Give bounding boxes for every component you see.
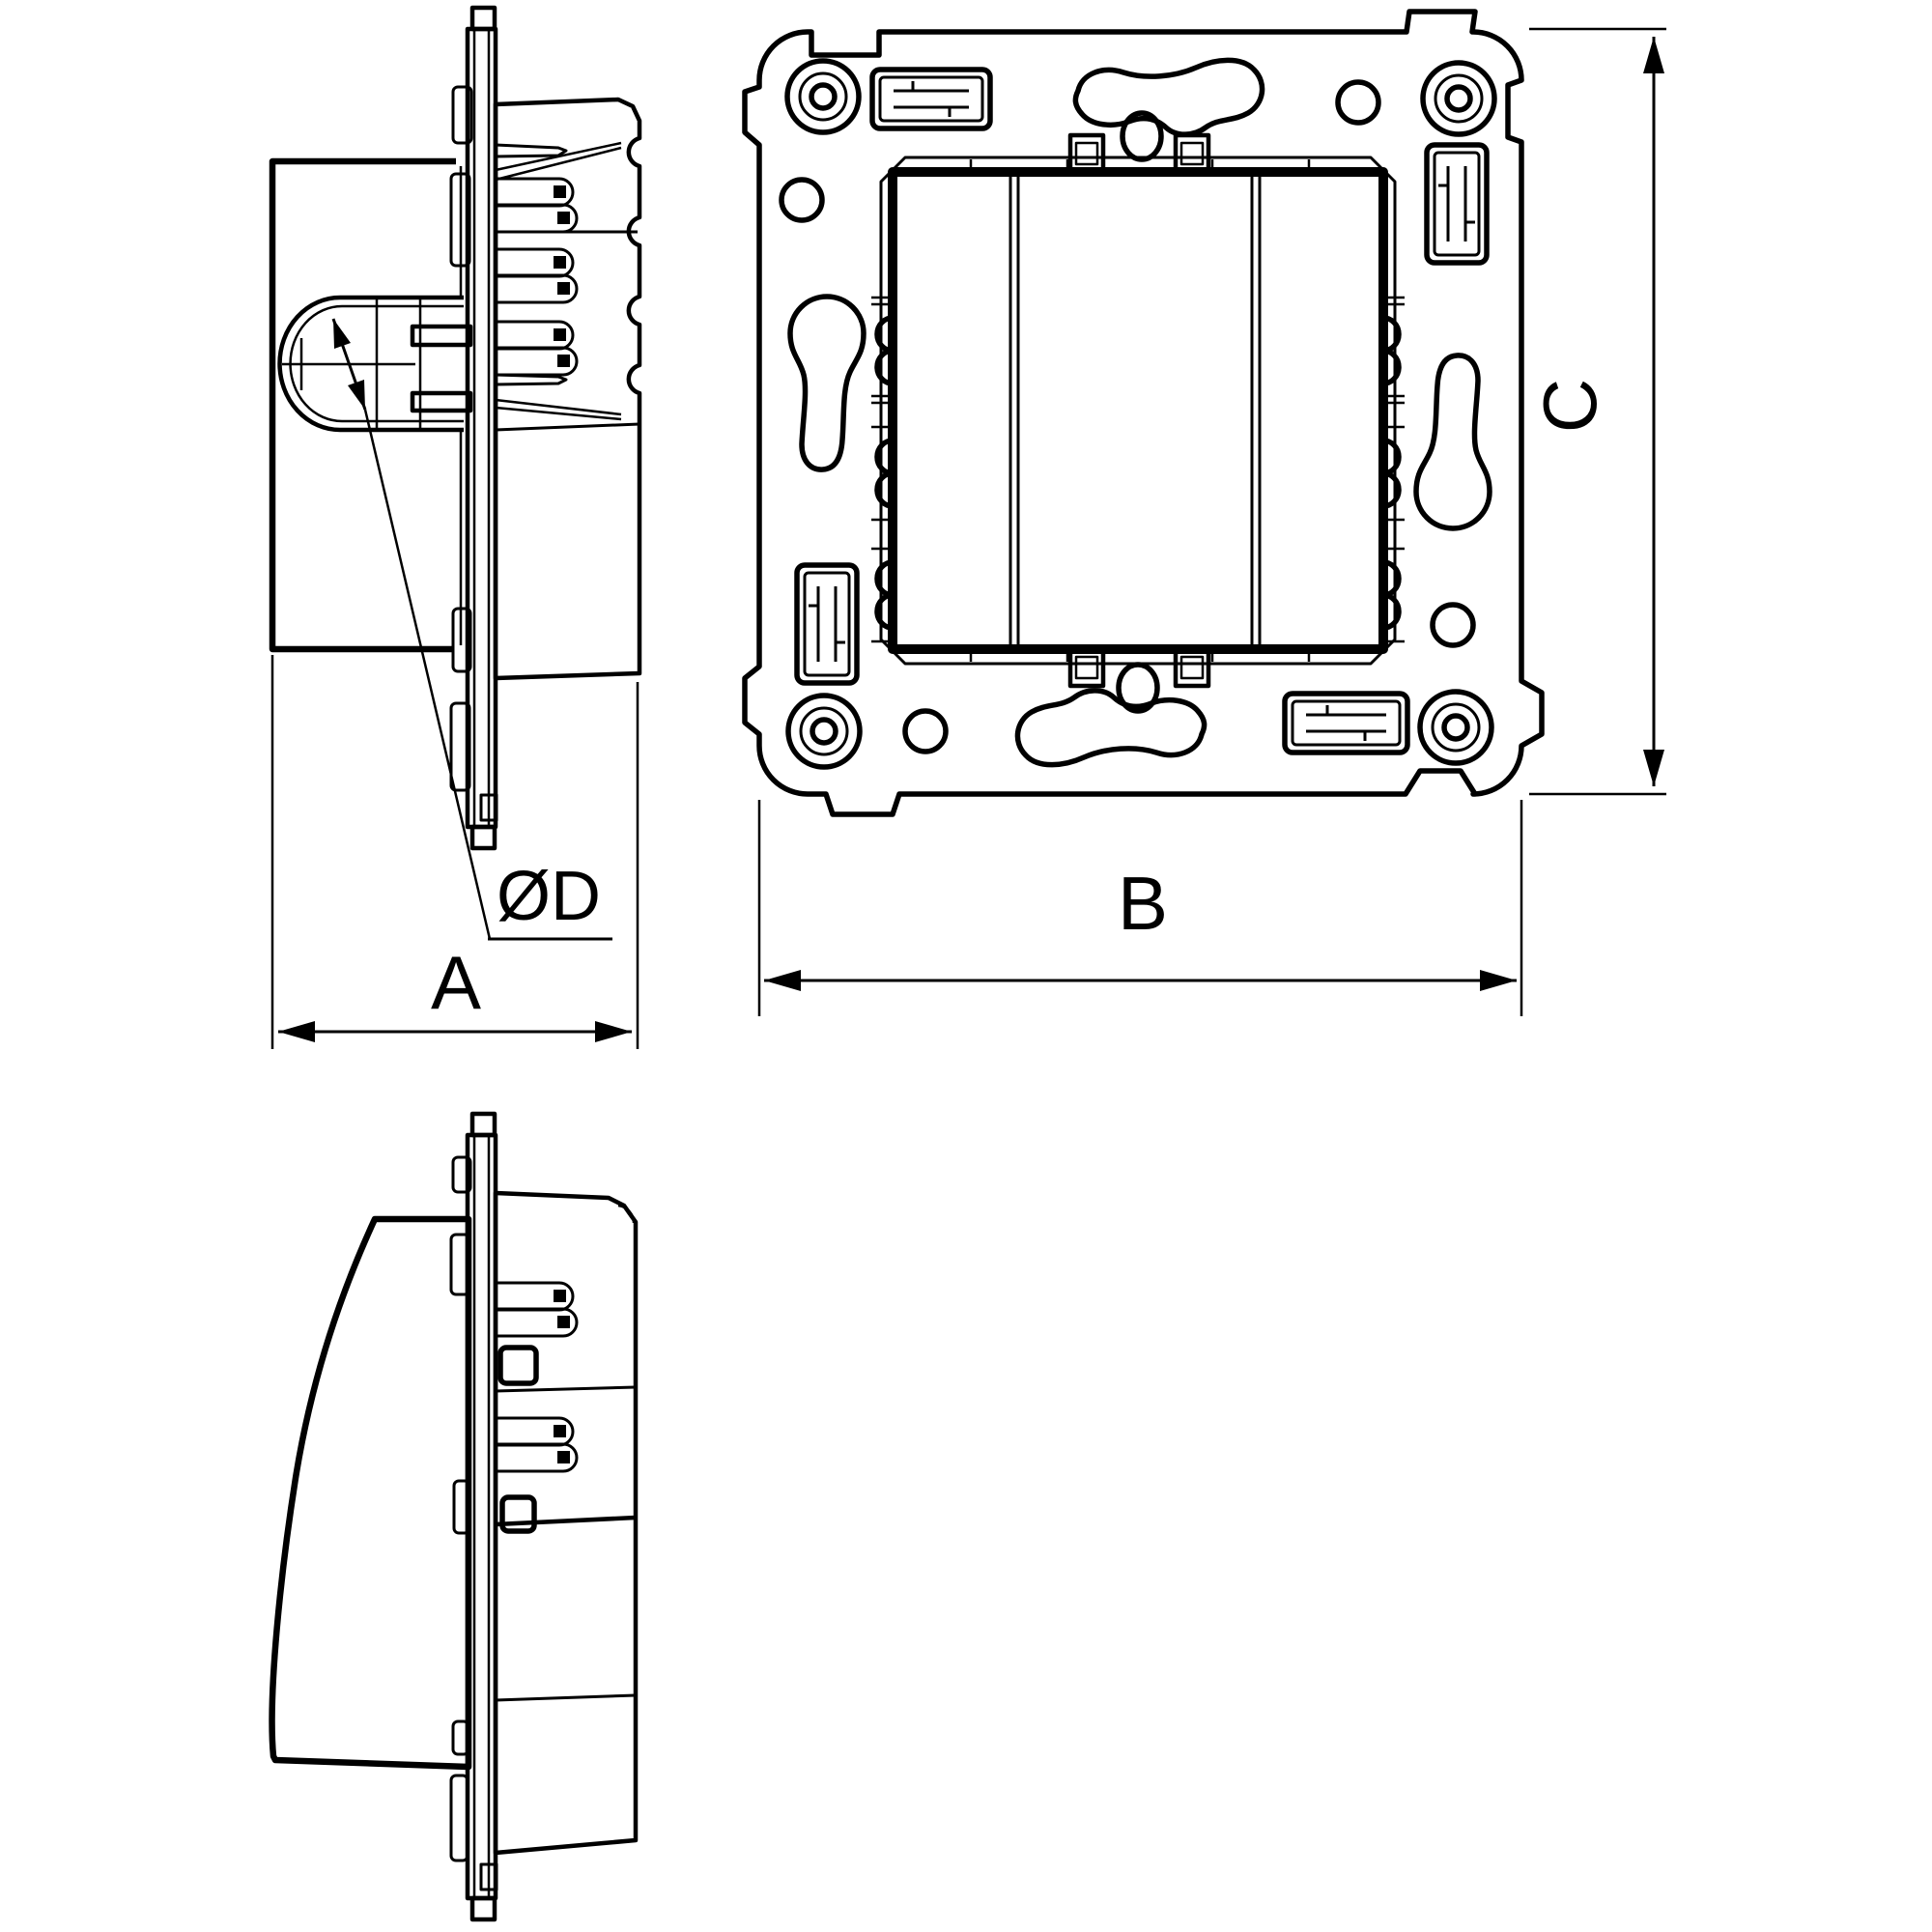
- housing-outline: [493, 1190, 639, 1856]
- depth-label: A: [431, 940, 481, 1025]
- housing-window: [499, 1494, 537, 1534]
- front-view-support-frame: [742, 9, 1545, 817]
- module-tab: [1173, 132, 1211, 175]
- housing-window: [497, 1345, 539, 1386]
- module-side-claws-left: [871, 296, 895, 643]
- screw-post-bottom-left: [785, 693, 863, 770]
- module-screw-top: [1120, 110, 1164, 162]
- keyhole-slot-left: [787, 294, 867, 472]
- dimension-height-c: C: [1527, 27, 1666, 796]
- fixing-strap-upper: [410, 324, 473, 348]
- leader-line: [363, 409, 492, 940]
- mechanism-housing: [493, 1190, 639, 1856]
- keyhole-slot-right: [1416, 355, 1490, 528]
- wall-box: [269, 157, 456, 653]
- clip-slot-left-bottom: [794, 562, 860, 686]
- arrow-head: [1480, 970, 1517, 991]
- rocker-module: [871, 110, 1405, 714]
- frame-outline: [742, 9, 1545, 817]
- arrow-head: [764, 970, 801, 991]
- arrow-head: [348, 380, 365, 410]
- arrow-head: [1643, 750, 1664, 786]
- fixing-hole: [1430, 602, 1476, 648]
- height-label: C: [1527, 379, 1612, 433]
- dimension-depth-a: A: [270, 655, 639, 1049]
- module-tab: [1067, 646, 1106, 689]
- module-tab: [1173, 646, 1211, 689]
- arrow-head: [333, 319, 351, 349]
- rocker-lever: [269, 1215, 472, 1771]
- module-side-claws-right: [1380, 296, 1405, 643]
- side-view-rocker-switch: [269, 1111, 639, 1922]
- side-view-flush-mechanism: [269, 5, 642, 851]
- claw-housing: [493, 97, 642, 681]
- fixing-hole: [1335, 79, 1381, 126]
- diameter-label: ØD: [497, 858, 601, 935]
- module-support-ring: [879, 156, 1397, 666]
- width-label: B: [1118, 861, 1168, 946]
- arrow-head: [1643, 37, 1664, 73]
- screw-post-top-right: [1420, 60, 1497, 137]
- clip-slot-bottom-right: [1282, 691, 1410, 755]
- module-tab: [1067, 132, 1106, 175]
- housing-outline: [493, 97, 642, 681]
- fixing-hole: [902, 708, 949, 754]
- plunger-dome: [277, 295, 464, 433]
- screw-post-bottom-right: [1417, 689, 1494, 766]
- clip-slot-right-top: [1424, 142, 1490, 266]
- wavy-slot-bottom: [1017, 691, 1204, 765]
- screw-post-top-left: [784, 58, 862, 135]
- mounting-plate-edge: [449, 1111, 498, 1922]
- module-screw-bottom: [1116, 662, 1160, 714]
- rocker-panel-dividers: [1009, 177, 1262, 644]
- rocker-frame: [888, 167, 1388, 654]
- arrow-head: [595, 1021, 632, 1042]
- dimension-width-b: B: [757, 800, 1523, 1016]
- dimension-diameter-d: ØD: [331, 318, 612, 941]
- claw-fingers: [496, 1281, 579, 1473]
- fixing-strap-lower: [410, 390, 473, 413]
- claw-fingers: [496, 177, 579, 377]
- contact-tongue-top: [495, 143, 568, 158]
- wavy-slot-top: [1072, 57, 1265, 137]
- clip-slot-top-left: [869, 67, 993, 131]
- arrow-head: [278, 1021, 315, 1042]
- fixing-hole: [779, 177, 825, 223]
